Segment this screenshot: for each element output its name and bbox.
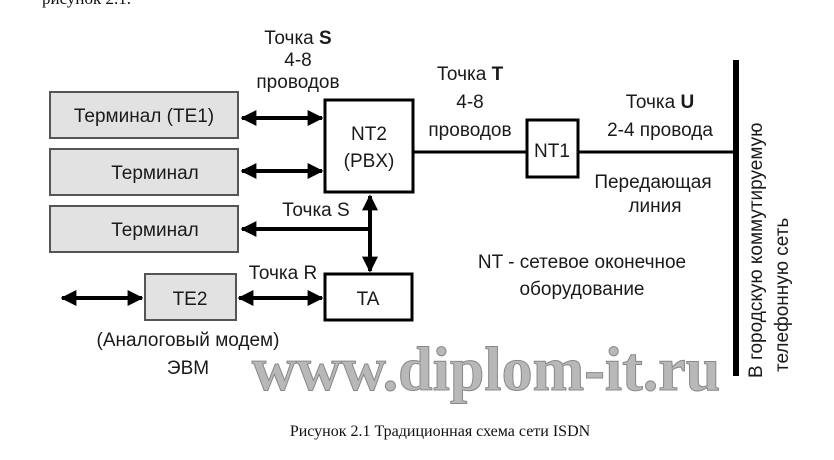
terminal-label: Терминал xyxy=(111,220,199,241)
point-t-wires: 4-8 xyxy=(456,92,483,113)
network-label: В городскую коммутируемую xyxy=(746,123,767,378)
point-t-label: Точка T xyxy=(437,64,504,85)
te2-label: TE2 xyxy=(173,289,208,310)
nt2-sublabel: (PBX) xyxy=(344,151,395,172)
watermark: www.diplom-it.ru xyxy=(252,336,720,404)
terminal-3: Терминал xyxy=(49,205,239,253)
point-u-wires: 2-4 провода xyxy=(607,120,713,141)
point-u-label: Точка U xyxy=(626,92,694,113)
top-cut-text: рисунок 2.1. xyxy=(42,0,131,8)
nt-note: NT - сетевое оконечное xyxy=(478,252,686,273)
terminal-label: Терминал (TE1) xyxy=(74,106,214,127)
terminal-label: Терминал xyxy=(111,163,199,184)
nt2-label: NT2 xyxy=(351,124,387,145)
terminal-te1: Терминал (TE1) xyxy=(49,91,239,139)
figure-caption: Рисунок 2.1 Традиционная схема сети ISDN xyxy=(290,423,591,440)
point-s-label: Точка S xyxy=(264,28,331,49)
point-s-wires: 4-8 xyxy=(284,50,311,71)
nt1-label: NT1 xyxy=(534,141,570,162)
modem-note-2: ЭВМ xyxy=(167,358,209,379)
nt-note-2: оборудование xyxy=(519,279,644,300)
transmit-line-label: Передающая xyxy=(594,172,711,193)
nt2-box: NT2 (PBX) xyxy=(323,98,415,194)
point-s2-label: Точка S xyxy=(282,200,349,221)
terminal-2: Терминал xyxy=(49,148,239,196)
point-t-wires-unit: проводов xyxy=(428,120,511,141)
point-s-wires-unit: проводов xyxy=(256,72,339,93)
ta-label: TA xyxy=(357,289,380,310)
modem-note: (Аналоговый модем) xyxy=(97,330,280,351)
transmit-line-label-2: линия xyxy=(628,196,681,217)
te2-box: TE2 xyxy=(144,273,237,321)
point-r-label: Точка R xyxy=(249,263,317,284)
network-label-2: телефонную сеть xyxy=(772,218,793,372)
nt1-box: NT1 xyxy=(525,118,580,179)
ta-box: TA xyxy=(323,272,414,322)
